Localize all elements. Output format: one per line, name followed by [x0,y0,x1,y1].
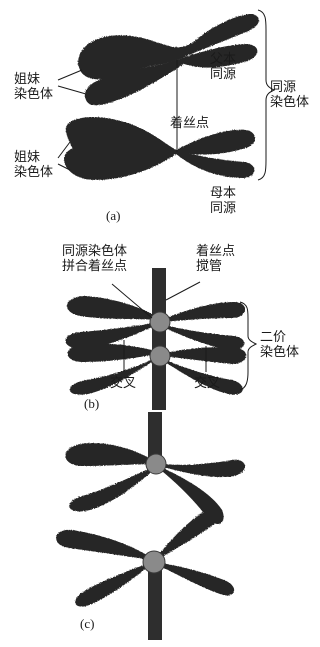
maternal-chromatid-pair [64,117,255,180]
panel-c [56,412,245,640]
spindle-fiber-c-upper [148,412,162,460]
pointer-sister-top-2 [58,86,86,94]
pointer-sister-top-1 [58,70,82,80]
centromere-c-lower [143,551,165,573]
label-chiasma-left: 交叉 [110,376,136,391]
lower-left-arm-1 [68,343,160,362]
centromere-lower [150,346,170,366]
label-centromere-a: 着丝点 [170,116,209,131]
lower-c-arm-right-2 [156,562,234,595]
centromere-c-upper [146,454,166,474]
label-maternal: 母本 同源 [210,186,236,216]
spindle-fiber-b [152,268,166,410]
label-chiasma-right: 交叉 [194,376,220,391]
label-homologous-chromosome: 同源 染色体 [270,80,309,110]
upper-c-arm-left-2 [69,466,156,511]
caption-panel-c: (c) [80,616,94,632]
upper-right-arm-1 [161,302,245,322]
upper-c-arm-left-1 [65,443,156,466]
lower-right-arm-1 [161,347,246,364]
pointer-fiber [166,282,200,300]
caption-panel-b: (b) [84,396,99,412]
label-sister-chromatids-bottom: 姐妹 染色体 [14,150,53,180]
lower-c-arm-right-1 [156,510,219,560]
label-synapsis: 同源染色体 拼合着丝点 [62,244,127,274]
upper-left-arm-1 [67,296,159,320]
upper-right-arm-2 [161,324,244,350]
label-sister-chromatids-top: 姐妹 染色体 [14,72,53,102]
centromere-upper [150,312,170,332]
lower-c-arm-left-1 [56,530,152,560]
label-centromere-fiber: 着丝点 搅管 [196,244,235,274]
lower-c-arm-left-2 [75,562,152,607]
label-paternal: 父本 同源 [210,52,236,82]
panel-a [64,14,259,180]
label-bivalent: 二价 染色体 [260,330,299,360]
caption-panel-a: (a) [106,208,120,224]
